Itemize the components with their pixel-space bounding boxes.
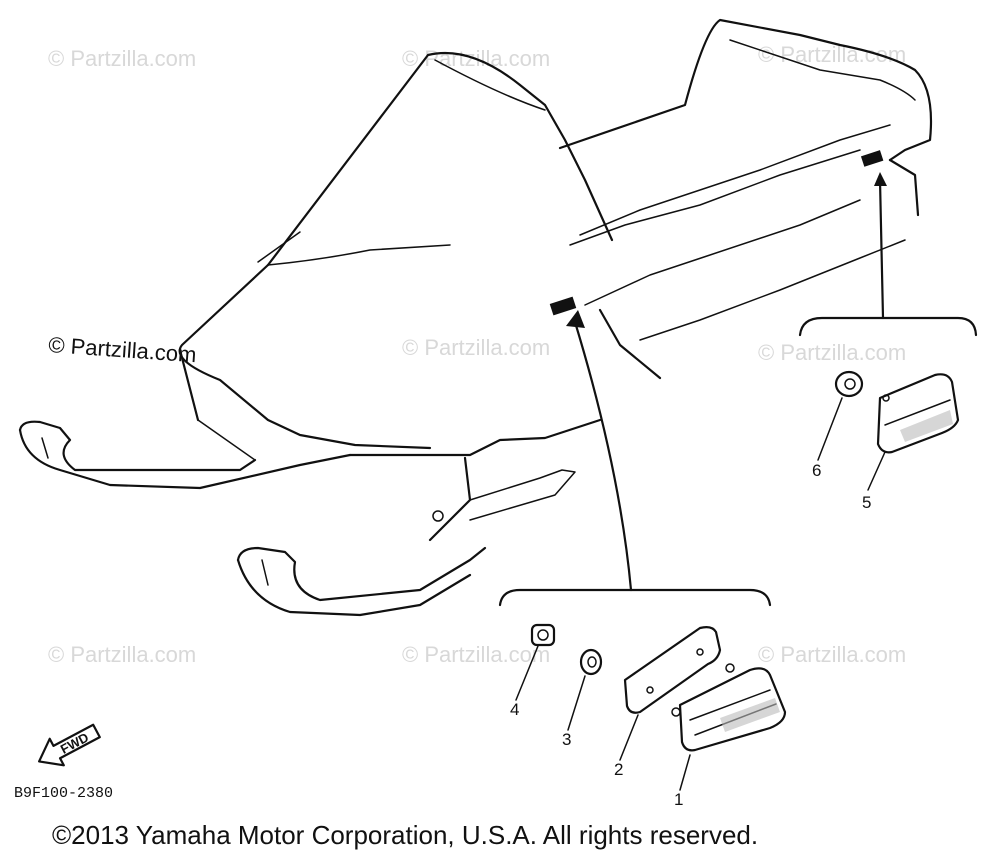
watermark-group: © Partzilla.com © Partzilla.com © Partzi… — [48, 42, 907, 667]
callout-number: 4 — [510, 700, 519, 719]
part-2-plate — [623, 626, 722, 714]
callout-number: 5 — [862, 493, 871, 512]
part-4-nut — [530, 623, 556, 647]
watermark: © Partzilla.com — [758, 642, 906, 667]
arrow-head-icon — [874, 172, 887, 186]
watermark: © Partzilla.com — [758, 42, 906, 67]
callout-number: 6 — [812, 461, 821, 480]
watermark: © Partzilla.com — [402, 335, 550, 360]
part-5-reflector — [876, 373, 960, 454]
watermark: © Partzilla.com — [402, 642, 550, 667]
callout-leaders — [515, 397, 886, 791]
watermark: © Partzilla.com — [758, 340, 906, 365]
decal-mark-front — [549, 296, 577, 316]
snowmobile-drawing — [18, 18, 933, 617]
callout-labels: 1 2 3 4 5 6 — [510, 461, 871, 809]
part-3-nut — [579, 648, 603, 676]
leader-arrows — [498, 172, 978, 607]
callout-number: 2 — [614, 760, 623, 779]
decal-mark-rear — [860, 150, 884, 167]
callout-number: 1 — [674, 790, 683, 809]
fwd-arrow-icon: FWD — [37, 723, 101, 767]
watermark-dark: © Partzilla.com — [48, 332, 198, 367]
part-1-reflector — [671, 663, 787, 752]
copyright-notice: ©2013 Yamaha Motor Corporation, U.S.A. A… — [52, 820, 758, 850]
fwd-label: FWD — [58, 730, 91, 757]
diagram-code: B9F100-2380 — [14, 785, 113, 802]
arrow-head-icon — [566, 310, 585, 328]
watermark: © Partzilla.com — [48, 642, 196, 667]
part-6-nut — [834, 370, 864, 398]
callout-number: 3 — [562, 730, 571, 749]
watermark: © Partzilla.com — [48, 46, 196, 71]
